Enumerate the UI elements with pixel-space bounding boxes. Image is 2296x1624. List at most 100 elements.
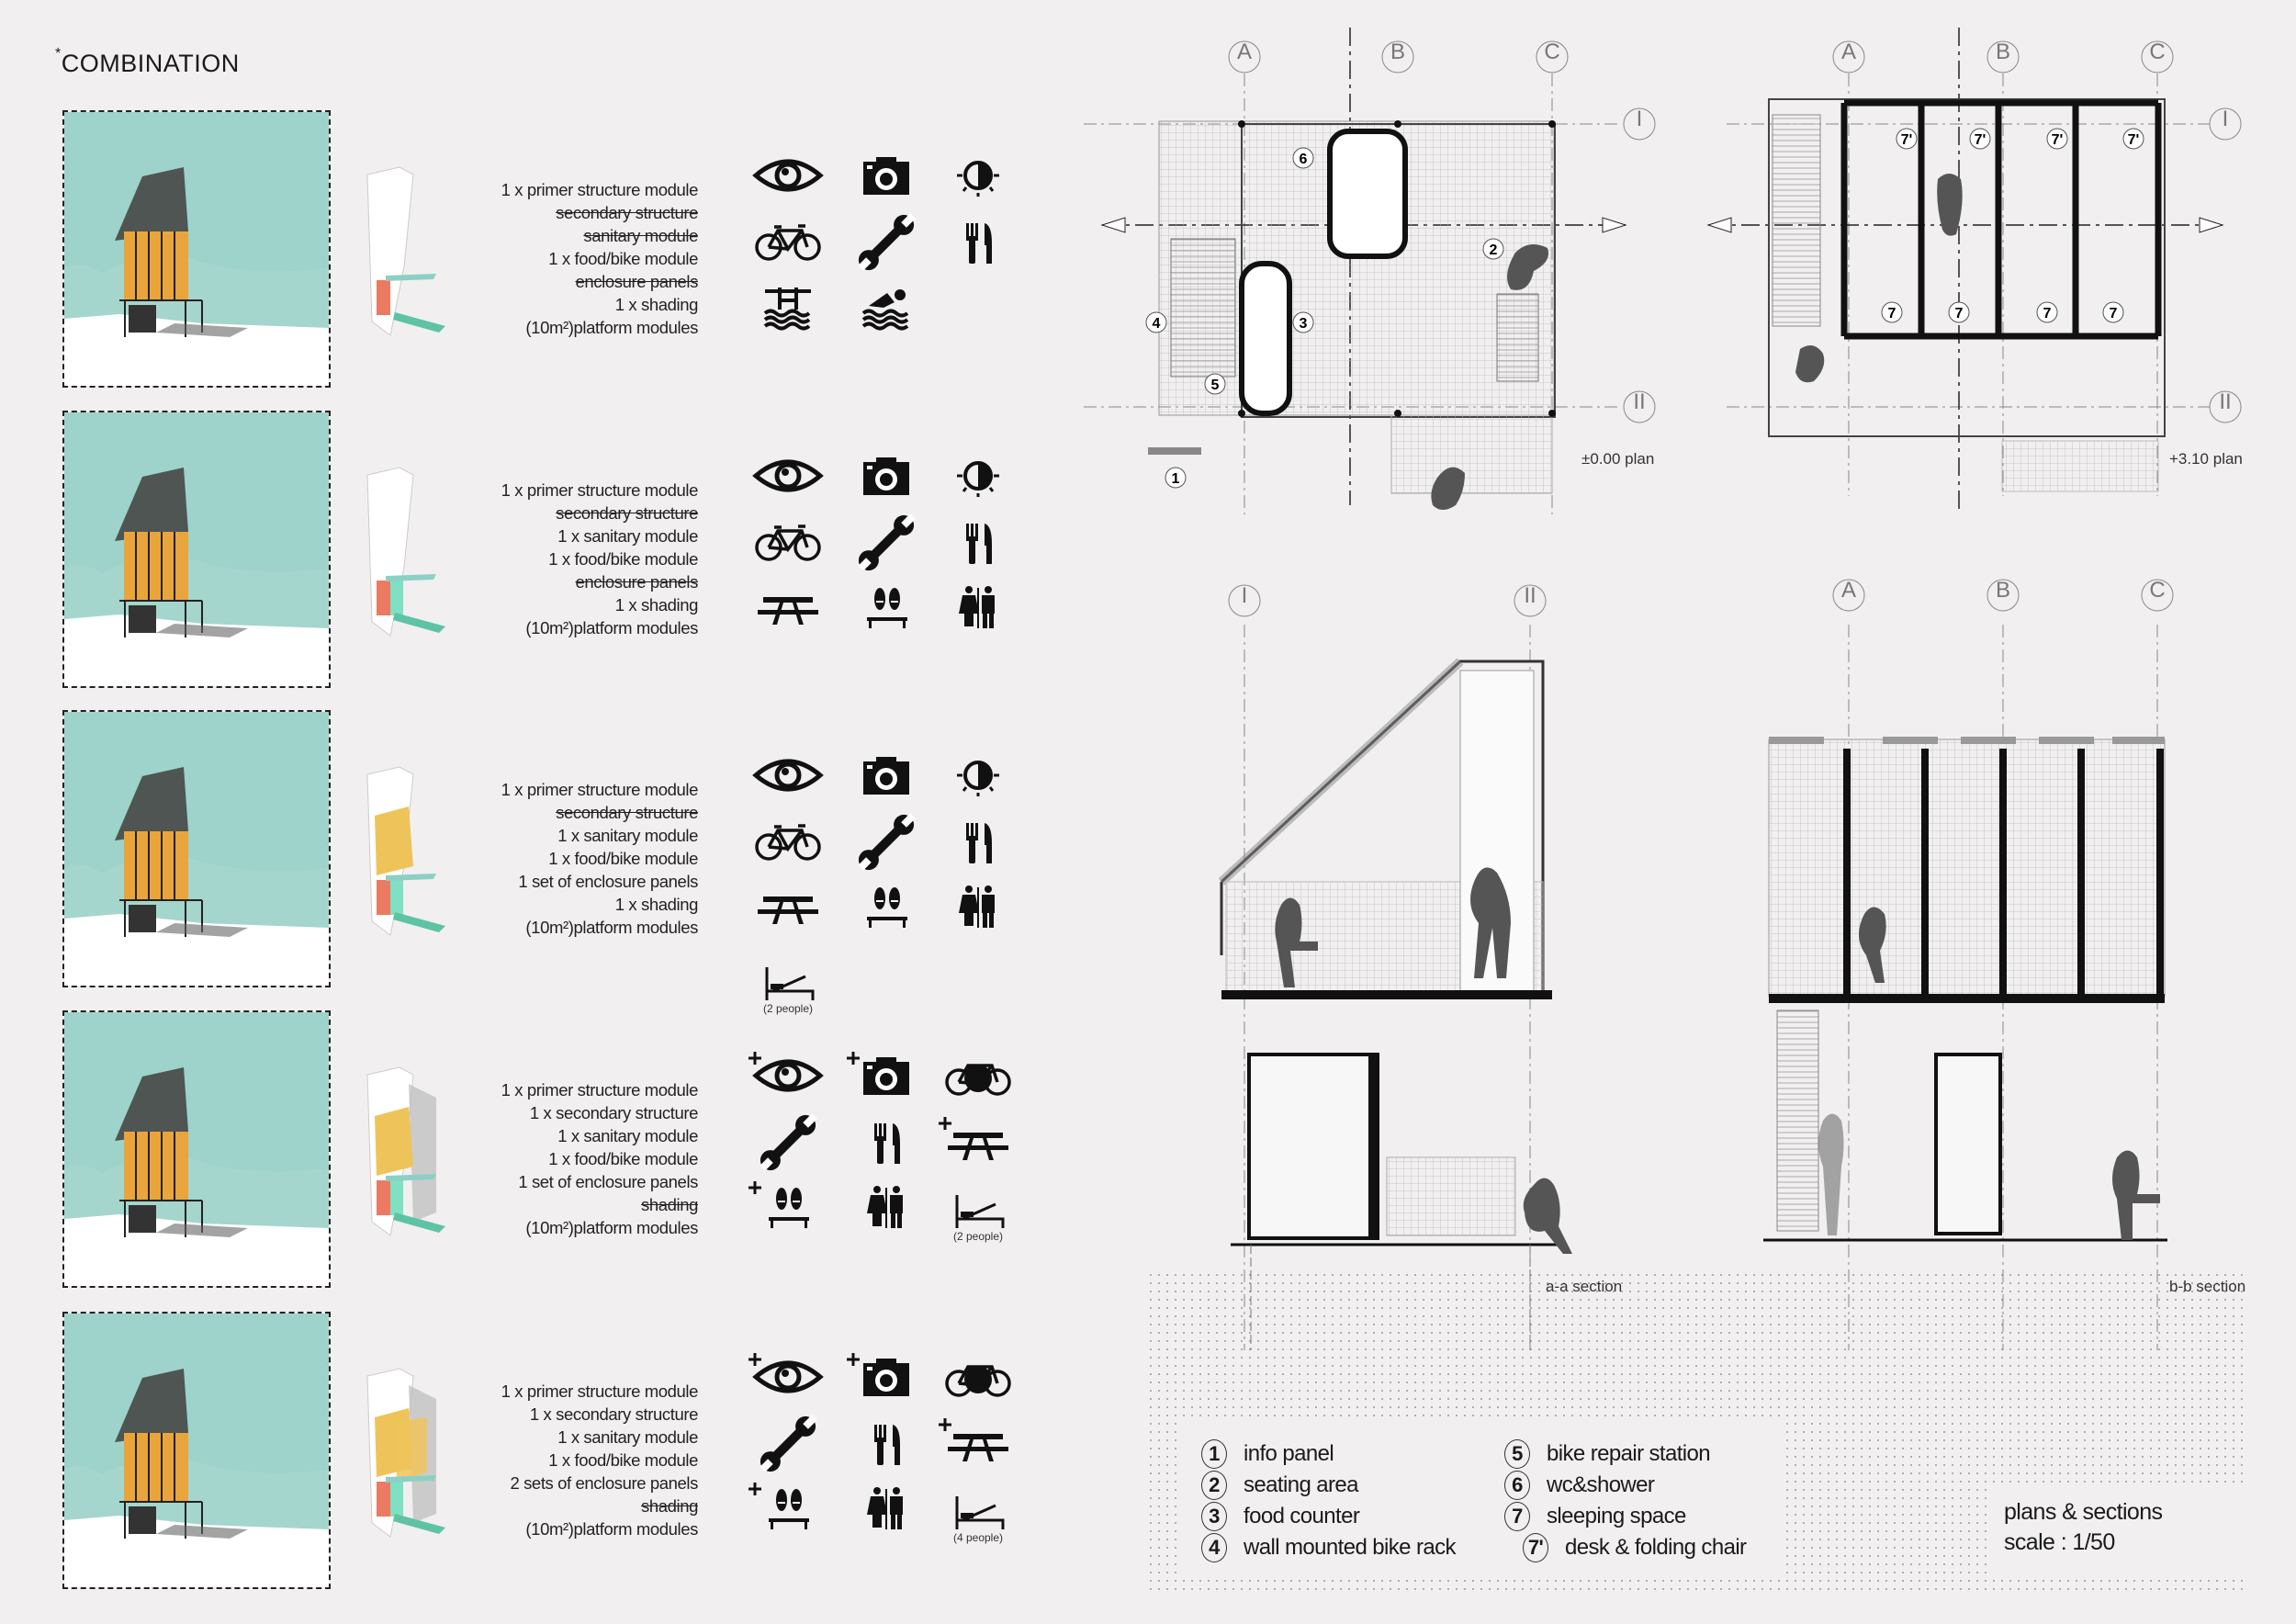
- module-item: 1 x food/bike module: [548, 849, 698, 868]
- marker-number: 7': [2052, 132, 2064, 148]
- axis-label: A: [1841, 578, 1856, 603]
- legend-number: 7: [1504, 1502, 1530, 1531]
- eye-icon: [748, 749, 827, 804]
- wrench-icon: [847, 213, 926, 271]
- marker-number: 7: [2110, 306, 2118, 321]
- module-item: (10m²)platform modules: [525, 1218, 698, 1237]
- module-item: (10m²)platform modules: [525, 918, 698, 937]
- module-item: 1 x sanitary module: [557, 1427, 698, 1447]
- module-item: 1 x primer structure module: [501, 1382, 699, 1401]
- marker-number: 5: [1211, 378, 1220, 393]
- module-diagram: [358, 165, 523, 358]
- legend-item: 7 sleeping space: [1504, 1502, 1686, 1531]
- marker-number: 4: [1153, 316, 1161, 332]
- module-item: secondary structure: [556, 503, 698, 523]
- marker-number: 2: [1490, 242, 1498, 258]
- title-text: COMBINATION: [61, 50, 240, 77]
- title-asterisk: *: [55, 46, 62, 62]
- axis-label: I: [2223, 107, 2229, 131]
- axis-bubble-a: A: [1832, 39, 1865, 73]
- wrench-icon: [847, 513, 926, 571]
- picnic-table-icon: [939, 1114, 1018, 1169]
- axis-bubble-a: A: [1228, 39, 1261, 73]
- axis-bubble-ii: II: [1514, 583, 1547, 617]
- module-item: 1 x food/bike module: [548, 1450, 698, 1470]
- legend-label: desk & folding chair: [1565, 1535, 1747, 1560]
- camera-icon: [847, 749, 926, 804]
- legend-number: 1: [1201, 1439, 1227, 1469]
- axis-bubble-b: B: [1986, 578, 2020, 612]
- picnic-table-icon: [748, 579, 827, 634]
- combination-render: [62, 1312, 331, 1589]
- combination-render: [62, 411, 331, 688]
- camera-icon: [847, 1350, 926, 1405]
- plan-marker: 7: [1881, 301, 1903, 323]
- legend-number: 5: [1504, 1439, 1530, 1469]
- legend-label: sleeping space: [1547, 1504, 1686, 1528]
- module-item: 1 x primer structure module: [501, 780, 699, 799]
- module-item: 1 x primer structure module: [501, 1080, 699, 1100]
- module-item: (10m²)platform modules: [525, 618, 698, 637]
- plan-marker: 7: [1948, 301, 1970, 323]
- module-item: secondary structure: [556, 203, 698, 222]
- module-item: 1 x food/bike module: [548, 249, 698, 268]
- scale-box: plans & sections scale : 1/50: [1991, 1486, 2255, 1574]
- module-item: 1 x food/bike module: [548, 549, 698, 569]
- axis-label: C: [2149, 578, 2165, 603]
- marker-number: 1: [1172, 471, 1180, 487]
- marker-number: 7: [2043, 306, 2052, 321]
- legend-item: 5 bike repair station: [1504, 1439, 1711, 1469]
- axis-bubble-ii: II: [1623, 389, 1656, 423]
- marker-number: 7: [1955, 306, 1964, 321]
- toilet-icon: [847, 1480, 926, 1535]
- sun-half-icon: [939, 749, 1018, 804]
- module-item: enclosure panels: [575, 572, 699, 592]
- toilet-icon: [847, 1179, 926, 1234]
- axis-bubble-c: C: [2141, 578, 2174, 612]
- module-item: 1 x food/bike module: [548, 1149, 698, 1168]
- legend-label: wall mounted bike rack: [1244, 1535, 1457, 1560]
- axis-bubble-b: B: [1381, 39, 1414, 73]
- axis-label: B: [1390, 39, 1405, 64]
- upper-plan-label: +3.10 plan: [2169, 450, 2243, 468]
- cutlery-icon: [939, 814, 1018, 869]
- plan-marker: 7: [2036, 301, 2058, 323]
- module-item: 1 x sanitary module: [557, 826, 698, 845]
- marker-number: 7': [1975, 132, 1986, 148]
- module-diagram: [358, 1066, 523, 1258]
- bed-icon: [939, 1480, 1018, 1535]
- axis-label: B: [1996, 39, 2010, 64]
- plan-marker: 7: [2102, 301, 2124, 323]
- marker-number: 6: [1300, 152, 1308, 167]
- bicycle-parking-icon: [939, 1350, 1018, 1405]
- module-diagram: [358, 765, 523, 958]
- axis-label: II: [1633, 389, 1645, 414]
- picnic-table-icon: [748, 878, 827, 933]
- axis-bubble-c: C: [1536, 39, 1569, 73]
- camera-icon: [847, 449, 926, 504]
- module-item: shading: [640, 1496, 698, 1516]
- module-item: 1 x sanitary module: [557, 526, 698, 546]
- axis-bubble-b: B: [1986, 39, 2020, 73]
- axis-bubble-ii: II: [2209, 389, 2242, 423]
- module-item: shading: [640, 1195, 698, 1214]
- legend-label: seating area: [1244, 1472, 1359, 1497]
- plan-marker: 7': [1896, 128, 1918, 150]
- bicycle-icon: [748, 514, 827, 570]
- bicycle-icon: [748, 814, 827, 869]
- axis-bubble-c: C: [2141, 39, 2174, 73]
- plan-marker: 7': [2046, 128, 2068, 150]
- ground-plan: [1084, 28, 1627, 514]
- module-item: 1 x shading: [614, 595, 699, 615]
- legend-label: bike repair station: [1547, 1441, 1711, 1466]
- capacity-note: (4 people): [952, 1531, 1004, 1544]
- section-aa: [1218, 625, 1572, 1350]
